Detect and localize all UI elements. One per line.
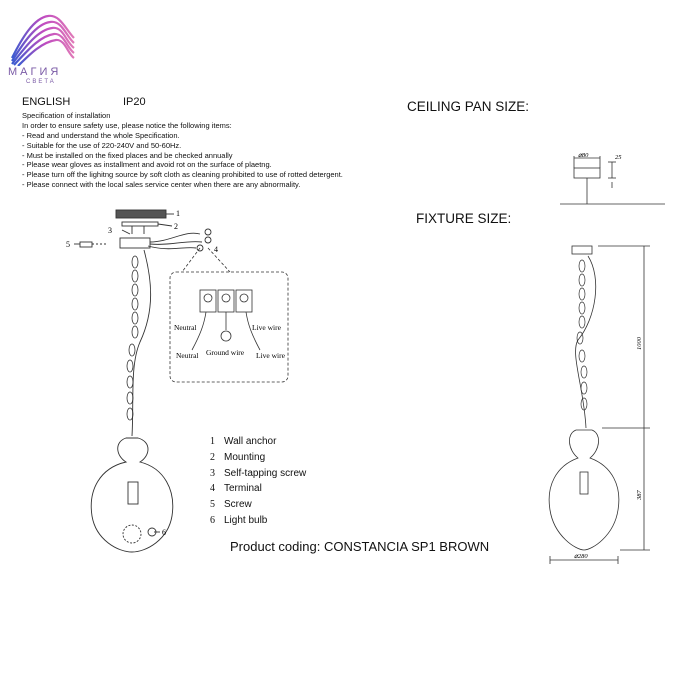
installation-diagram: 1 2 3 4 5 6 Neutral Live wire Neutral Gr… xyxy=(66,209,289,553)
terminal-label-neutral: Neutral xyxy=(174,323,197,332)
callout-4: 4 xyxy=(214,245,218,254)
terminal-label-neutral-bottom: Neutral xyxy=(176,351,199,360)
callout-2: 2 xyxy=(174,222,178,231)
spec-item: - Must be installed on the fixed places … xyxy=(22,150,233,160)
shade-diameter: ⌀280 xyxy=(574,553,588,560)
fixture-size-diagram: 1000 387 ⌀280 xyxy=(548,245,650,564)
terminal-label-ground: Ground wire xyxy=(206,348,245,357)
callout-1: 1 xyxy=(176,209,180,218)
brand-logo-icon xyxy=(11,14,75,66)
total-height: 1000 xyxy=(636,336,643,350)
brand-subtitle: СВЕТА xyxy=(26,79,56,85)
callout-6: 6 xyxy=(162,528,166,537)
spec-item: - Please turn off the lighitng source by… xyxy=(22,170,343,180)
ceiling-pan-heading: CEILING PAN SIZE: xyxy=(407,99,530,114)
spec-list: - Read and understand the whole Specific… xyxy=(22,131,343,190)
spec-item: - Read and understand the whole Specific… xyxy=(22,131,180,140)
callout-5: 5 xyxy=(66,240,70,249)
fixture-size-heading: FIXTURE SIZE: xyxy=(416,211,512,226)
canopy-diameter: ⌀80 xyxy=(578,152,589,159)
spec-title: Specification of installation xyxy=(22,111,111,120)
spec-item: - Please wear gloves as installment and … xyxy=(22,160,272,170)
spec-item: - Please connect with the local sales se… xyxy=(22,179,301,189)
callout-3: 3 xyxy=(108,226,112,235)
terminal-label-live-bottom: Live wire xyxy=(256,351,286,360)
terminal-label-live: Live wire xyxy=(252,323,282,332)
ip-rating: IP20 xyxy=(123,96,146,108)
product-coding: Product coding: CONSTANCIA SP1 BROWN xyxy=(230,539,490,554)
ceiling-pan-diagram: ⌀80 25 xyxy=(560,152,665,205)
language-label: ENGLISH xyxy=(22,96,71,108)
spec-item: - Suitable for the use of 220-240V and 5… xyxy=(22,140,182,150)
canopy-height: 25 xyxy=(615,154,622,161)
brand-name: МАГИЯ xyxy=(8,66,62,78)
spec-intro: In order to ensure safety use, please no… xyxy=(22,121,232,130)
shade-height: 387 xyxy=(636,490,643,502)
